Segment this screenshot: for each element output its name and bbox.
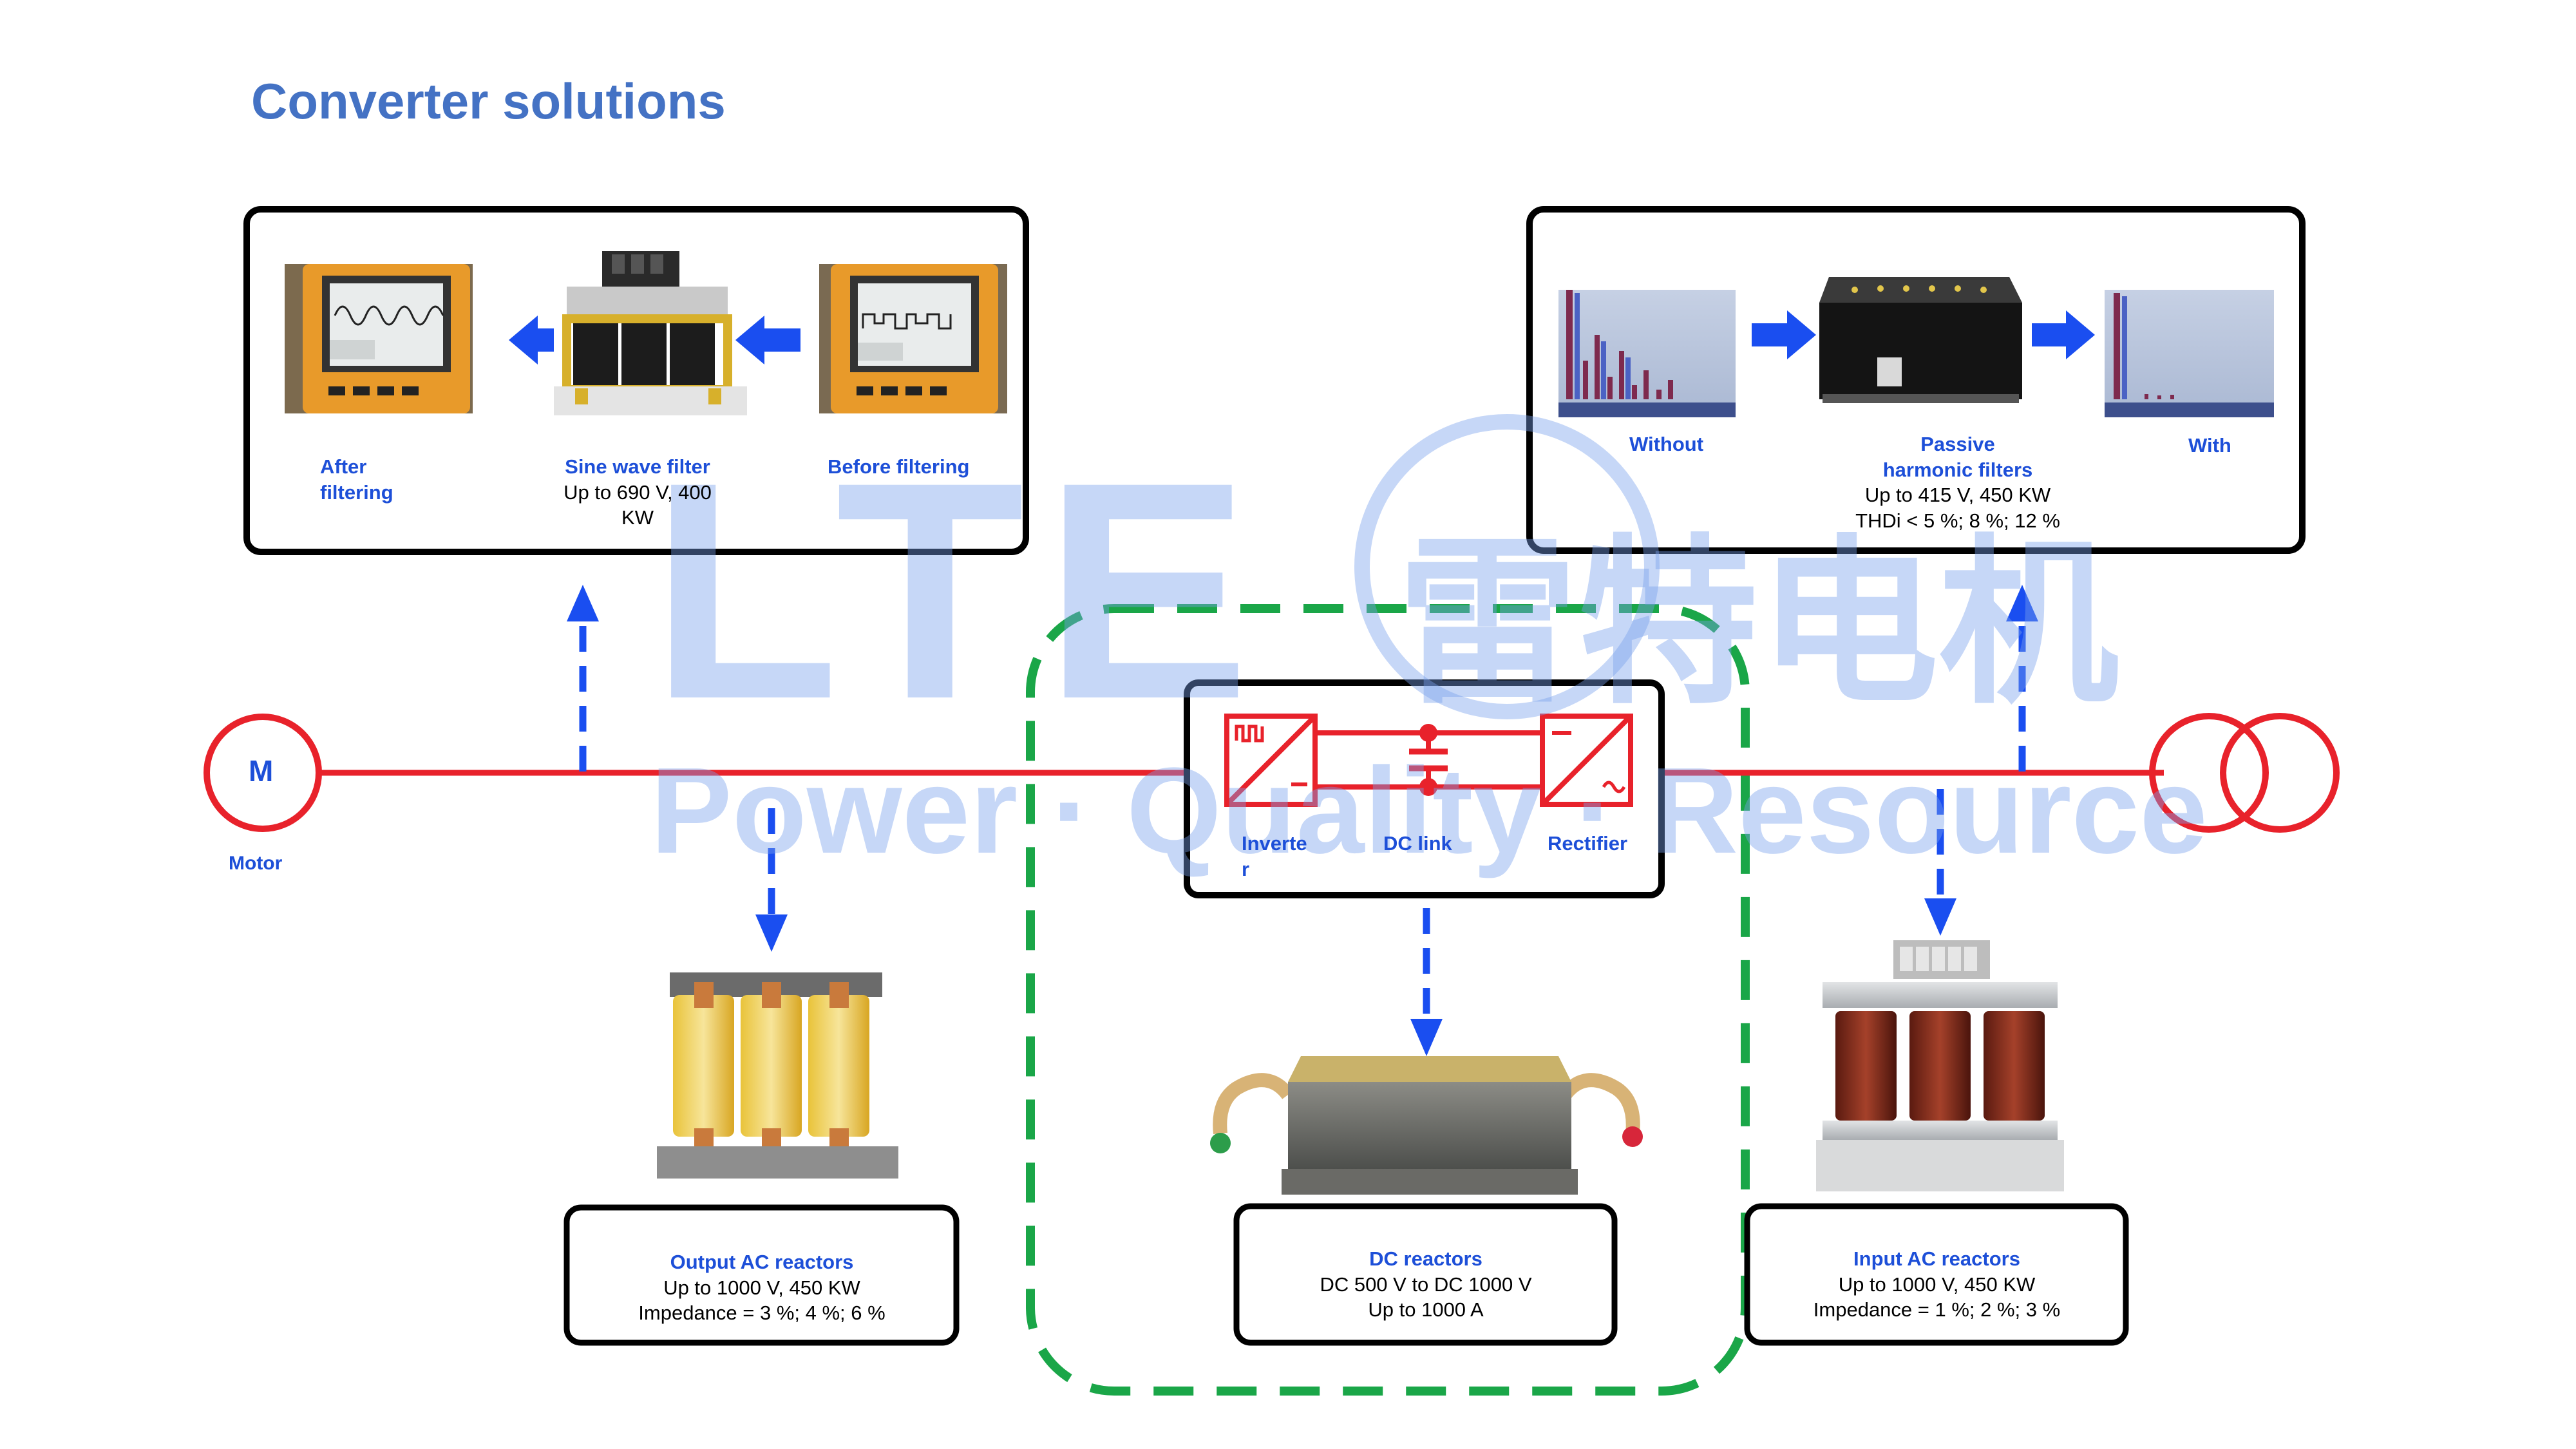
spectrum-without-image: [1558, 276, 1736, 417]
dc-reactor-spec-1: DC 500 V to DC 1000 V: [1320, 1273, 1532, 1296]
motor-symbol: M: [249, 754, 274, 788]
sine-filter-label-group: Sine wave filter Up to 690 V, 400 KW: [554, 454, 721, 531]
input-reactor-text: Input AC reactors Up to 1000 V, 450 KW I…: [1752, 1246, 2121, 1323]
output-reactor-name: Output AC reactors: [670, 1251, 854, 1273]
output-ac-reactor-image: [657, 972, 898, 1179]
harmonic-filter-name-1: Passive: [1920, 433, 1995, 455]
dc-reactor-text: DC reactors DC 500 V to DC 1000 V Up to …: [1242, 1246, 1610, 1323]
harmonic-filter-spec-2: THDi < 5 %; 8 %; 12 %: [1855, 509, 2060, 533]
inverter-label: Inverter: [1242, 832, 1307, 880]
output-reactor-spec-2: Impedance = 3 %; 4 %; 6 %: [638, 1302, 886, 1325]
arrow-right-2: [2032, 310, 2095, 359]
arrowhead-input-down: [1924, 898, 1956, 936]
harmonic-filter-image: [1819, 277, 2022, 403]
arrowhead-harmonic-up: [2006, 585, 2038, 621]
converter-boundary: [1026, 604, 1750, 1396]
motor-circle: [204, 714, 322, 832]
sine-filter-image: [554, 251, 747, 415]
watermark-slogan: Power · Quality · Resource: [650, 743, 2208, 879]
dc-reactor-spec-2: Up to 1000 A: [1368, 1298, 1484, 1321]
input-ac-reactor-image: [1816, 940, 2064, 1191]
arrow-left-2: [735, 316, 800, 365]
harmonic-filter-label-group: Passive harmonic filters Up to 415 V, 45…: [1797, 431, 2119, 534]
harmonic-filter-name-2: harmonic filters: [1882, 458, 2033, 481]
output-reactor-spec-1: Up to 1000 V, 450 KW: [663, 1276, 860, 1299]
input-reactor-spec-1: Up to 1000 V, 450 KW: [1838, 1273, 2036, 1296]
dc-reactor-box: [1233, 1203, 1618, 1346]
oscilloscope-before-image: [819, 264, 1007, 413]
page-title: Converter solutions: [251, 73, 726, 129]
inverter-icon: [1224, 714, 1318, 807]
dc-reactor-image: [1210, 1056, 1643, 1195]
arrowhead-output-down: [755, 914, 788, 952]
dc-reactor-name: DC reactors: [1369, 1247, 1482, 1270]
input-reactor-name: Input AC reactors: [1853, 1247, 2020, 1270]
arrowhead-dc-down: [1410, 1019, 1443, 1056]
transformer-symbol: [2149, 713, 2340, 833]
input-reactor-box: [1744, 1203, 2129, 1346]
without-label: Without: [1629, 433, 1704, 455]
oscilloscope-after-image: [285, 264, 473, 413]
dc-link-icon: [1315, 724, 1542, 796]
dc-link-label: DC link: [1383, 832, 1452, 855]
watermark-chinese: 雷特电机: [1397, 524, 2119, 724]
motor-label: Motor: [229, 853, 283, 874]
arrow-right-1: [1752, 310, 1816, 359]
sine-filter-name: Sine wave filter: [565, 455, 710, 478]
output-reactor-box: [564, 1204, 960, 1346]
harmonic-filter-spec-1: Up to 415 V, 450 KW: [1864, 484, 2051, 507]
watermark-logo: LTE: [650, 417, 1269, 763]
rectifier-icon: [1540, 714, 1633, 807]
input-reactor-spec-2: Impedance = 1 %; 2 %; 3 %: [1813, 1298, 2061, 1321]
output-reactor-text: Output AC reactors Up to 1000 V, 450 KW …: [572, 1249, 952, 1326]
after-filtering-label: After filtering: [320, 455, 393, 504]
sine-filter-spec: Up to 690 V, 400 KW: [564, 480, 712, 529]
spectrum-with-image: [2105, 276, 2274, 417]
arrowhead-sine-up: [567, 585, 599, 621]
arrow-left-1: [509, 316, 554, 365]
before-filtering-label: Before filtering: [828, 455, 970, 478]
rectifier-label: Rectifier: [1548, 832, 1628, 855]
with-label: With: [2188, 434, 2231, 457]
